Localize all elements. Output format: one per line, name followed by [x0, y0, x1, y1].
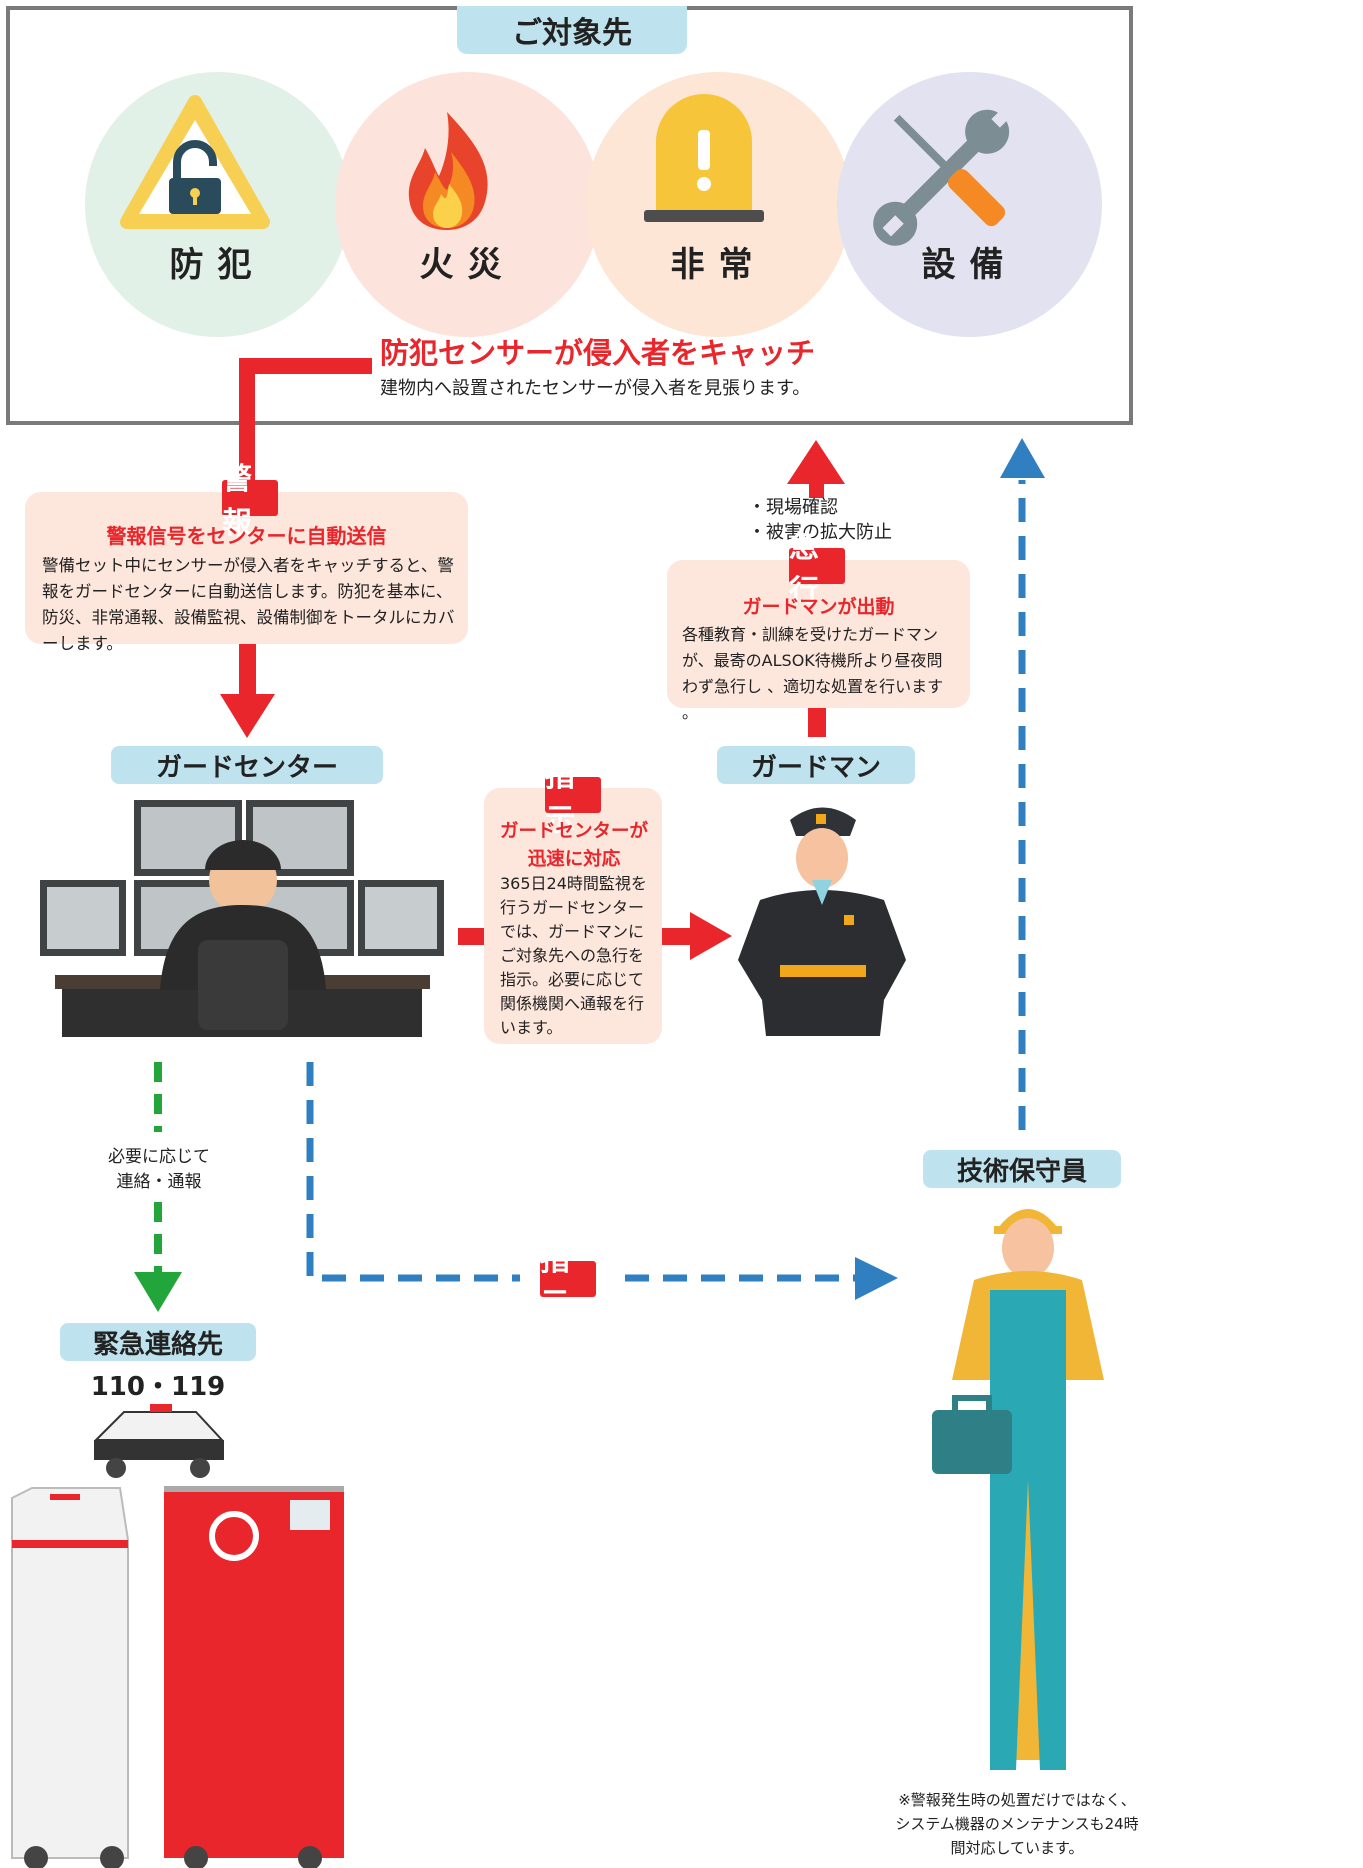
category-label: 非常	[670, 245, 767, 285]
emergency-siren-icon	[644, 94, 764, 222]
bullet-site-check: ・現場確認	[748, 497, 838, 518]
guard-center-label: ガードセンター	[111, 746, 383, 784]
target-title: ご対象先	[457, 6, 687, 54]
alarm-body: 警備セット中にセンサーが侵入者をキャッチすると、警報をガードセンターに自動送信し…	[42, 556, 455, 653]
instruction-title: ガードセンターが迅速に対応	[499, 821, 648, 870]
dispatch-bullets: ・現場確認 ・被害の拡大防止	[748, 495, 892, 545]
dispatch-body: 各種教育・訓練を受けたガードマンが、最寄のALSOK待機所より昼夜問わず急行し …	[682, 625, 944, 722]
category-fire: 火災	[335, 72, 600, 337]
category-label: 火災	[419, 245, 516, 285]
dispatch-card	[667, 560, 970, 708]
instruct-tag: 指示	[540, 1243, 596, 1322]
sensor-subline: 建物内へ設置されたセンサーが侵入者を見張ります。	[380, 378, 811, 399]
technician-label: 技術保守員	[923, 1150, 1121, 1188]
fire-icon	[408, 112, 488, 230]
dispatch-title: ガードマンが出動	[742, 596, 895, 618]
sensor-headline: 防犯センサーが侵入者をキャッチ	[380, 336, 816, 370]
notify-text: 必要に応じて連絡・通報	[108, 1147, 210, 1192]
bullet-damage-prevention: ・被害の拡大防止	[748, 522, 892, 543]
category-emergency: 非常	[586, 72, 851, 337]
instruction-body: 365日24時間監視を行うガードセンターでは、ガードマンにご対象先への急行を指示…	[500, 874, 647, 1037]
category-crime: 防犯	[85, 72, 350, 337]
dispatch-tag: 急行	[789, 530, 845, 609]
emergency-label: 緊急連絡先	[60, 1323, 256, 1361]
alarm-title: 警報信号をセンターに自動送信	[106, 524, 387, 548]
technician-note: ※警報発生時の処置だけではなく、システム機器のメンテナンスも24時間対応していま…	[895, 1791, 1139, 1857]
category-label: 防犯	[169, 245, 266, 285]
category-equipment: 設備	[837, 72, 1102, 337]
alarm-card	[25, 492, 468, 644]
wrench-screwdriver-icon	[873, 106, 1013, 246]
category-label: 設備	[921, 245, 1018, 285]
alarm-tag: 警報	[222, 462, 278, 541]
instruction-card	[484, 788, 662, 1044]
emergency-numbers: 110・119	[90, 1372, 226, 1402]
instruction-tag: 指示	[545, 759, 601, 838]
padlock-warning-icon	[120, 95, 270, 229]
guardman-label: ガードマン	[717, 746, 915, 784]
